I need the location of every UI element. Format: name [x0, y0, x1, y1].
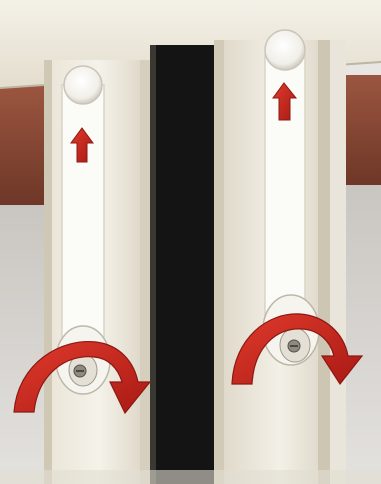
- left-lower-wall: [0, 205, 50, 484]
- left-top-knob: [64, 66, 102, 104]
- door-gap: [154, 45, 214, 484]
- right-panel-edge: [214, 40, 224, 484]
- right-top-knob: [265, 30, 305, 70]
- bottom-shading: [0, 470, 381, 484]
- right-brown-ledge: [346, 75, 381, 185]
- right-lower-wall: [346, 185, 381, 484]
- right-panel-inner-edge: [318, 40, 330, 484]
- left-strap-band: [62, 85, 104, 360]
- right-panel-outer-strip: [330, 40, 346, 484]
- left-brown-ledge: [0, 85, 50, 205]
- gap-shadow-left: [150, 45, 156, 484]
- left-panel-edge: [44, 60, 52, 484]
